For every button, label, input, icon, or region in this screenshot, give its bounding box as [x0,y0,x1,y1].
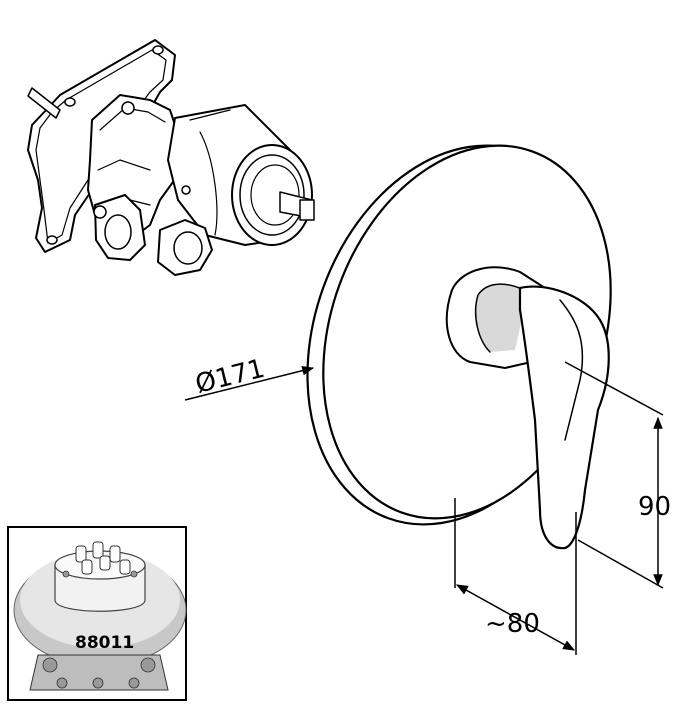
pipe-stub [27,87,61,119]
depth-dimension-line [455,584,576,651]
lever-handle-ridge [559,299,584,441]
diameter-label: Ø171 [192,354,267,400]
screw-icon [181,185,191,195]
inlet-elbow-face [104,214,132,250]
inset-valve-fittings [42,657,156,689]
depth-label: ~80 [485,609,540,639]
height-extension-top [564,361,664,416]
rough-in-valve-body [27,39,315,276]
height-label: 90 [638,492,671,522]
housing-band [189,109,231,236]
lever-base-shade [475,284,528,352]
mounting-hole [64,97,76,107]
inset-screw-icon [130,570,138,578]
inset-knobs [75,541,131,575]
trim-assembly [306,144,612,550]
diameter-leader [184,365,315,401]
lever-handle [518,285,610,550]
accessory-inset: 88011 [7,526,187,701]
fitting-icon [121,101,135,115]
fitting-icon [93,205,107,219]
part-number: 88011 [75,633,134,653]
outlet-nut-face [173,231,203,265]
inset-screw-icon [62,570,70,578]
height-extension-bottom [577,539,664,589]
dimensions [184,361,664,655]
mounting-hole [46,235,58,245]
mounting-hole [152,45,164,55]
spindle-tip [299,199,315,221]
